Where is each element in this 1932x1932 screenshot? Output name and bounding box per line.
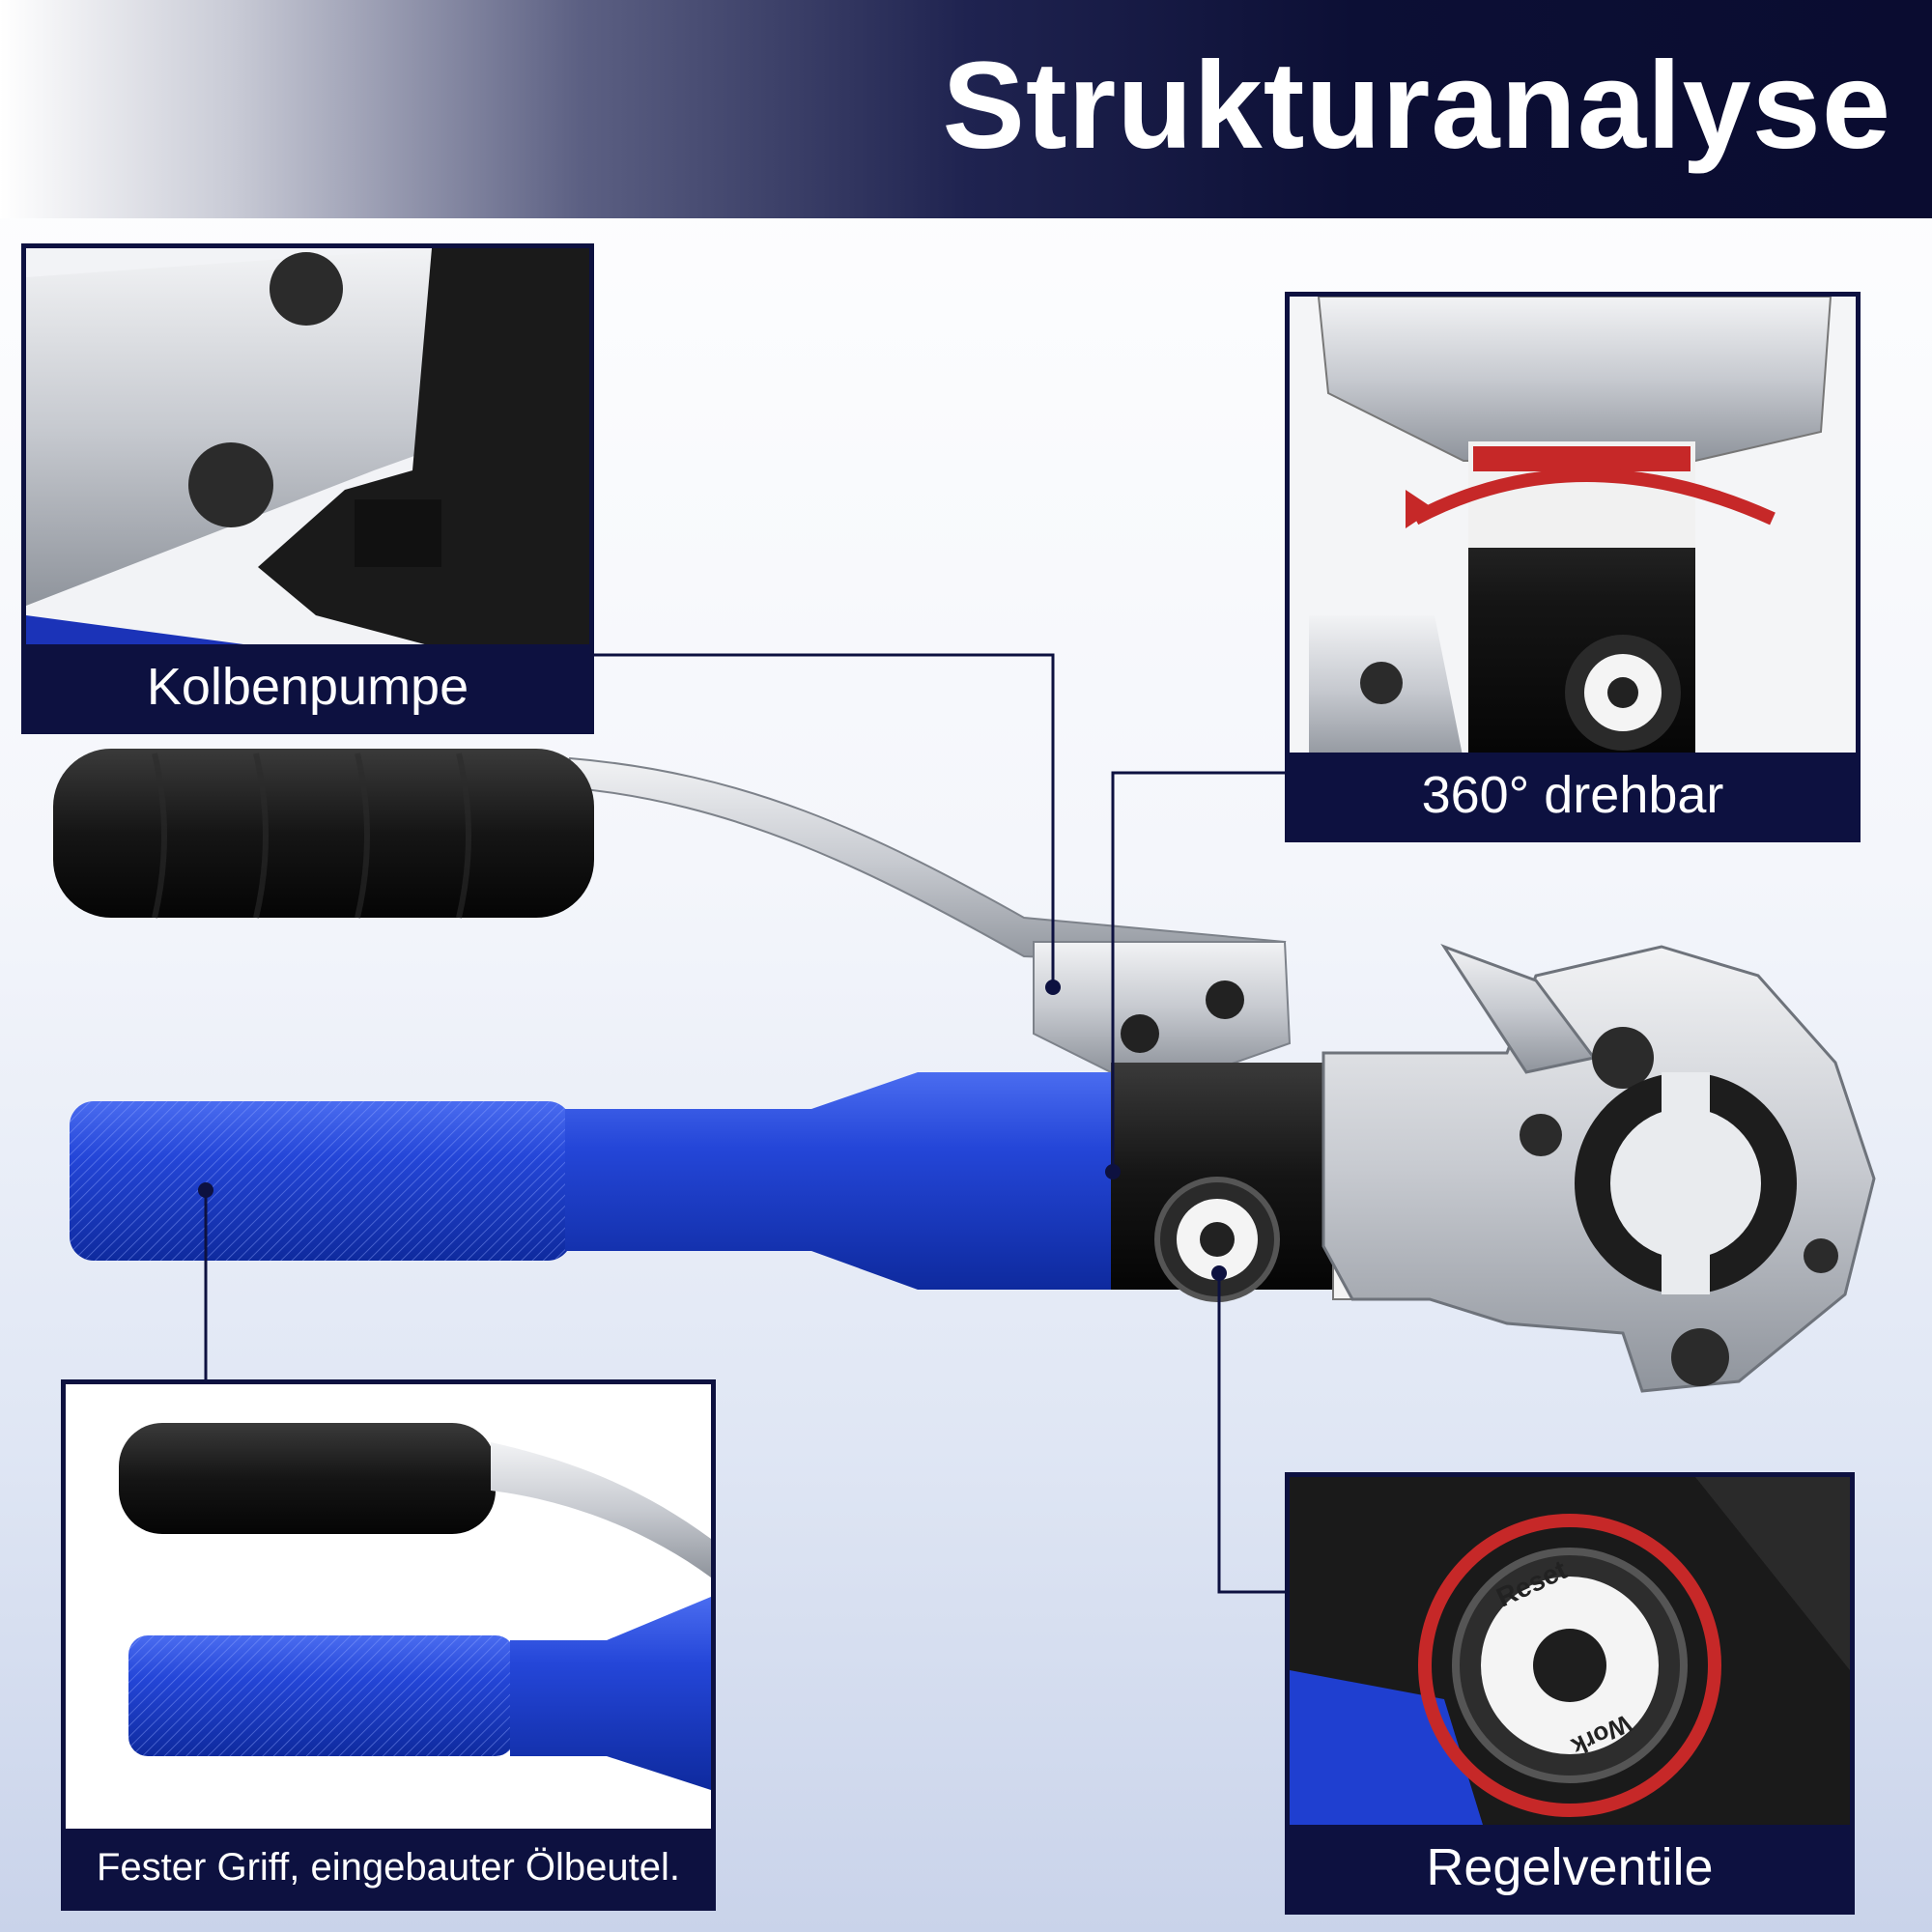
rotate-caption: 360° drehbar xyxy=(1290,753,1856,838)
grip-caption-label: Fester Griff, eingebauter Ölbeutel. xyxy=(96,1846,681,1889)
callout-panel-pump: Kolbenpumpe xyxy=(21,243,594,734)
page-title: Strukturanalyse xyxy=(942,37,1891,175)
pump-closeup-image xyxy=(26,248,589,654)
header-banner: Strukturanalyse xyxy=(0,0,1932,218)
rotate-closeup-image xyxy=(1290,297,1856,762)
valve-closeup-image: Reset Work xyxy=(1290,1477,1850,1825)
grip-closeup-image xyxy=(66,1384,711,1829)
rotate-caption-label: 360° drehbar xyxy=(1421,766,1724,824)
callout-panel-valve: Reset Work Regelventile xyxy=(1285,1472,1855,1915)
callout-panel-rotate: 360° drehbar xyxy=(1285,292,1861,842)
pump-caption-label: Kolbenpumpe xyxy=(146,658,469,716)
valve-caption-label: Regelventile xyxy=(1426,1838,1714,1896)
grip-caption: Fester Griff, eingebauter Ölbeutel. xyxy=(66,1829,711,1906)
lever-grip xyxy=(53,749,594,918)
pump-caption: Kolbenpumpe xyxy=(26,644,589,729)
valve-caption: Regelventile xyxy=(1290,1825,1850,1910)
callout-panel-grip: Fester Griff, eingebauter Ölbeutel. xyxy=(61,1379,716,1911)
blue-tube xyxy=(565,1072,1121,1290)
